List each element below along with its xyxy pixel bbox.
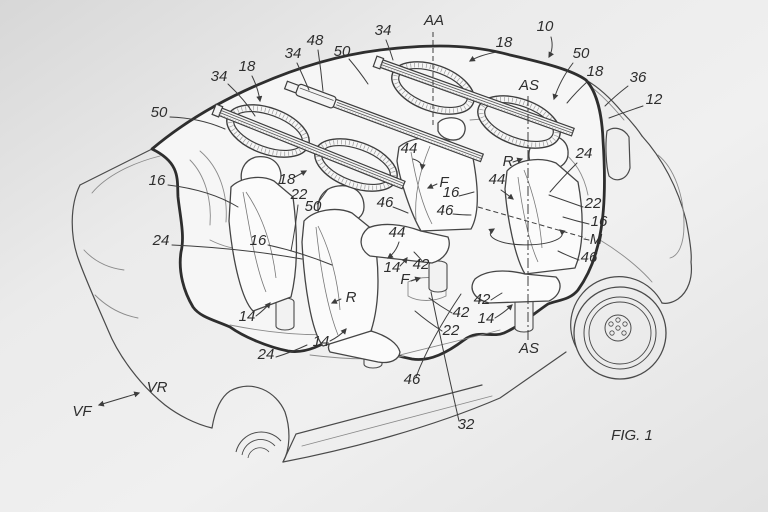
- ref-label-10: 10: [537, 18, 554, 35]
- ref-label-50: 50: [305, 198, 322, 215]
- rear-wheel: [573, 286, 667, 380]
- car-body-outline: [71, 79, 693, 463]
- rotation-arrow: [488, 228, 566, 246]
- roof-rail-center: [283, 80, 485, 163]
- ref-label-24: 24: [575, 145, 593, 162]
- ref-label-44: 44: [401, 140, 418, 157]
- headrest: [437, 117, 466, 141]
- ref-label-fig1: FIG. 1: [611, 427, 653, 444]
- ref-label-50: 50: [334, 43, 351, 60]
- ref-label-as: AS: [518, 77, 539, 94]
- rearward-arrow: [512, 157, 524, 164]
- ref-label-22: 22: [442, 322, 460, 339]
- ref-label-46: 46: [437, 202, 454, 219]
- ref-label-44: 44: [389, 224, 406, 241]
- seat-cushion: [471, 270, 561, 304]
- ref-label-16: 16: [591, 213, 608, 230]
- direction-arrows: [97, 157, 524, 407]
- ref-label-f: F: [439, 174, 449, 191]
- roof-rail-right: [372, 55, 575, 137]
- fold-axis-m: [477, 206, 587, 239]
- ref-label-as: AS: [518, 340, 539, 357]
- ref-label-vr: VR: [147, 379, 168, 396]
- ref-label-14: 14: [478, 310, 495, 327]
- ref-label-14: 14: [239, 308, 256, 325]
- ref-label-18: 18: [279, 171, 296, 188]
- ref-label-48: 48: [307, 32, 324, 49]
- ref-label-14: 14: [313, 333, 330, 350]
- ref-label-18: 18: [239, 58, 256, 75]
- quarter-window: [605, 127, 631, 181]
- ref-label-18: 18: [587, 63, 604, 80]
- ref-label-22: 22: [290, 186, 308, 203]
- ref-label-46: 46: [404, 371, 421, 388]
- seat-back: [301, 208, 379, 347]
- ref-label-vf: VF: [72, 403, 92, 420]
- seat-back: [504, 158, 583, 275]
- ref-label-22: 22: [584, 195, 602, 212]
- ref-label-34: 34: [375, 22, 392, 39]
- ref-label-r: R: [346, 289, 357, 306]
- ref-label-24: 24: [152, 232, 170, 249]
- ref-label-50: 50: [151, 104, 168, 121]
- ref-label-16: 16: [443, 184, 460, 201]
- ref-label-44: 44: [489, 171, 506, 188]
- ref-label-36: 36: [630, 69, 647, 86]
- ref-label-16: 16: [250, 232, 267, 249]
- ref-label-14: 14: [384, 259, 401, 276]
- ref-label-42: 42: [413, 256, 430, 273]
- ref-label-24: 24: [257, 346, 275, 363]
- seat-rear-left: [301, 185, 401, 369]
- ref-label-18: 18: [496, 34, 513, 51]
- ref-label-12: 12: [646, 91, 663, 108]
- ref-label-aa: AA: [423, 12, 444, 29]
- ref-label-32: 32: [458, 416, 475, 433]
- seat-back: [228, 176, 298, 312]
- ref-label-m: M: [590, 231, 603, 248]
- ref-label-34: 34: [211, 68, 228, 85]
- roof-rails: [211, 55, 575, 190]
- ref-label-34: 34: [285, 45, 302, 62]
- roof-rail-left: [211, 103, 406, 190]
- axes: [432, 32, 587, 342]
- ref-label-r: R: [503, 153, 514, 170]
- forward-arrow: [426, 183, 438, 189]
- ref-label-46: 46: [581, 249, 598, 266]
- seat-front-left: [228, 156, 298, 331]
- ref-label-50: 50: [573, 45, 590, 62]
- ref-label-f: F: [400, 271, 410, 288]
- ref-label-46: 46: [377, 194, 394, 211]
- forward-arrow: [410, 276, 422, 283]
- vf-vr-arrow: [97, 391, 141, 407]
- front-wheel: [211, 385, 290, 463]
- rearward-arrow: [330, 298, 342, 304]
- seat-cushion: [360, 223, 450, 264]
- ref-label-42: 42: [474, 291, 491, 308]
- ref-label-16: 16: [149, 172, 166, 189]
- seat-rear-right: [471, 135, 583, 333]
- leader-lines: [167, 36, 644, 422]
- ref-label-42: 42: [453, 304, 470, 321]
